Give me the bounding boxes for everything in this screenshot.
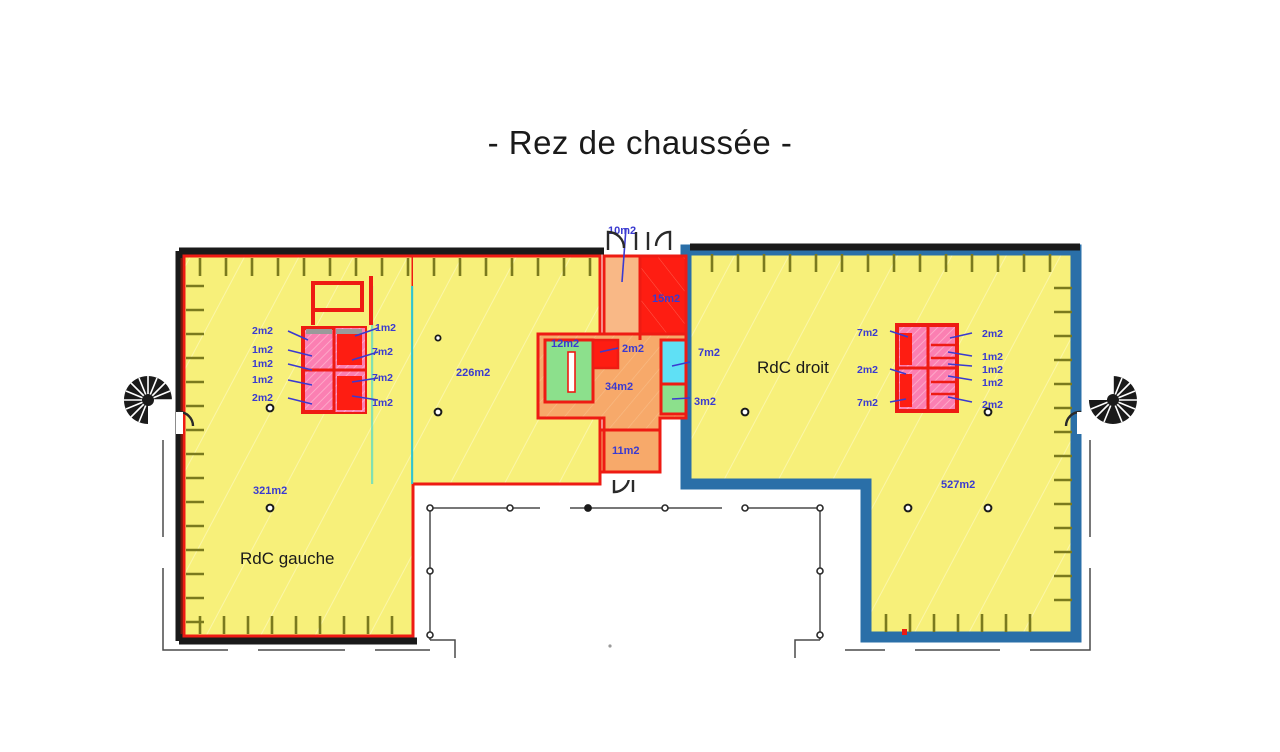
area-label: 1m2 [375,322,396,334]
zone-name-droit: RdC droit [757,358,829,377]
left-partitions [311,276,373,325]
wall-tick-marks [186,254,1072,634]
area-label: 1m2 [252,358,273,370]
area-label: 1m2 [982,377,1003,389]
column-markers [265,334,993,513]
area-label-droit: 527m2 [941,479,975,491]
wall-liner-accent [180,258,414,634]
core-vestibule-10m2 [602,254,642,336]
spiral-staircase-icon-left [123,376,172,424]
door-openings [176,412,1084,480]
right-stair-labels: 7m2 2m2 7m2 2m2 1m2 1m2 1m2 2m2 [857,327,1003,411]
area-label: 15m2 [652,293,680,305]
right-stair-leaders [889,330,973,403]
area-label-centre: 226m2 [456,367,490,379]
left-stair-leaders [287,327,379,405]
area-label: 2m2 [857,364,878,376]
area-label-gauche: 321m2 [253,485,287,497]
area-label: 12m2 [551,338,579,350]
page-title: - Rez de chaussée - [487,124,793,161]
area-label: 2m2 [622,343,644,355]
core-entry-11m2 [598,428,662,474]
area-label: 2m2 [252,392,273,404]
area-label: 1m2 [372,397,393,409]
zone-rdc-gauche[interactable] [181,253,600,639]
area-label: 34m2 [605,381,633,393]
area-label: 7m2 [698,347,720,359]
area-label: 7m2 [372,346,393,358]
area-label: 1m2 [982,351,1003,363]
spiral-staircase-icon-right [1088,376,1137,424]
floor-accent-mark [902,629,907,635]
central-core[interactable] [536,254,688,474]
left-stair-block[interactable] [301,326,367,414]
left-stair-labels: 2m2 1m2 1m2 1m2 2m2 1m2 7m2 7m2 1m2 [252,322,396,409]
exterior-wall-red-liner [182,254,600,638]
area-label: 2m2 [252,325,273,337]
area-label: 1m2 [252,374,273,386]
zone-labels: 321m2 RdC gauche 226m2 RdC droit 527m2 [240,358,975,568]
area-label: 10m2 [608,225,636,237]
area-label: 3m2 [694,396,716,408]
area-label: 1m2 [252,344,273,356]
door-swing-icon [654,230,672,250]
area-label: 11m2 [612,445,640,457]
wc-cyan-7m2 [659,338,688,386]
area-label: 2m2 [982,328,1003,340]
door-swing-icon [606,230,626,250]
core-labels: 10m2 15m2 12m2 2m2 34m2 11m2 7m2 3m2 [551,225,720,457]
area-label: 7m2 [857,397,878,409]
zone-rdc-droit[interactable] [686,250,1076,637]
core-leaders [599,227,691,400]
area-label: 1m2 [982,364,1003,376]
courtyard-posts [426,504,824,648]
zone-name-gauche: RdC gauche [240,549,335,568]
exterior-walls [175,243,1080,645]
area-label: 7m2 [372,372,393,384]
area-label: 7m2 [857,327,878,339]
core-small-2m2 [591,338,620,370]
right-stair-block[interactable] [895,323,959,413]
